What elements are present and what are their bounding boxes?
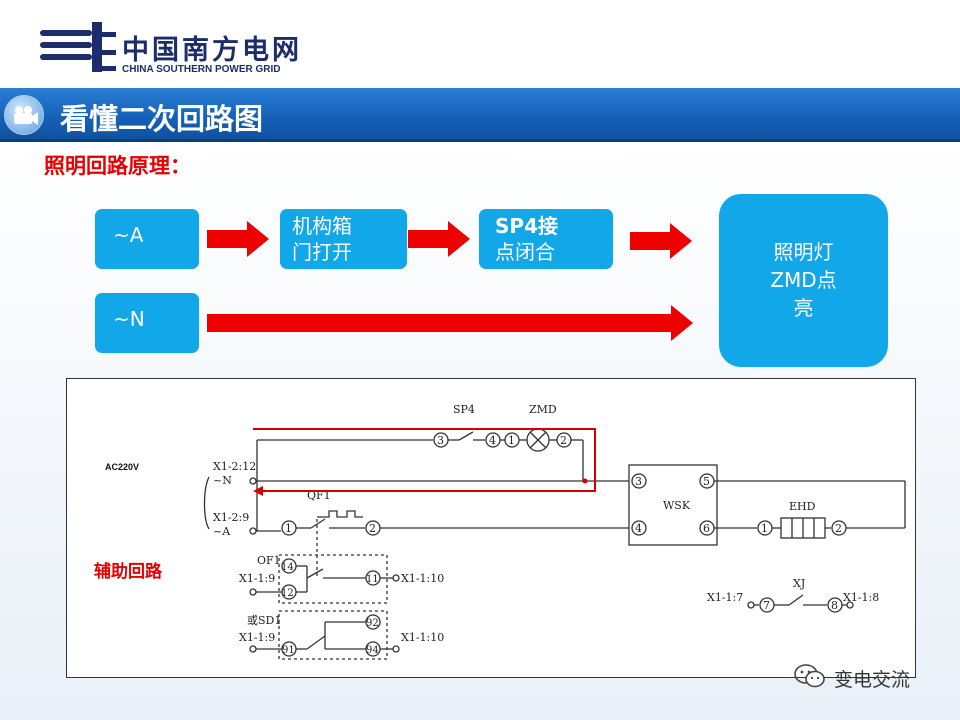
terminal-14: 14	[281, 562, 294, 573]
terminal-2a: 2	[560, 434, 567, 447]
label-xj: XJ	[793, 577, 805, 590]
aux-circuit-label: 辅助回路	[94, 562, 162, 582]
arrow-a-to-door	[207, 221, 269, 257]
sp4-closed-box: SP4接 点闭合	[479, 209, 613, 269]
video-camera-icon	[4, 95, 44, 135]
lamp-on-box: 照明灯 ZMD点 亮	[719, 194, 888, 367]
phase-a-box: ~A	[95, 209, 199, 269]
terminal-2b: 2	[369, 522, 376, 535]
title-bar: 看懂二次回路图	[0, 88, 960, 142]
loop-arrowhead	[253, 486, 263, 496]
phase-n-box: ~N	[95, 293, 199, 353]
label-n-phase: ~N	[213, 474, 232, 487]
wechat-icon	[794, 664, 825, 688]
terminal-4w: 4	[635, 522, 642, 535]
label-x1-1-9-b: X1-1:9	[239, 631, 275, 644]
power-grid-logo-icon	[40, 22, 116, 72]
label-of1: OF1	[257, 554, 281, 567]
lamp-on-line-2: ZMD点	[770, 268, 837, 292]
terminal-12: 12	[281, 588, 294, 599]
label-sp4: SP4	[453, 403, 475, 416]
terminal-3w: 3	[635, 475, 642, 488]
slide-title: 看懂二次回路图	[60, 102, 264, 136]
label-x1-1-10-b: X1-1:10	[401, 631, 444, 644]
terminal-1a: 1	[508, 434, 515, 447]
terminal-8: 8	[831, 599, 838, 612]
label-zmd: ZMD	[529, 403, 557, 416]
terminal-6w: 6	[703, 522, 710, 535]
terminal-1b: 1	[285, 522, 292, 535]
label-x1-2-9: X1-2:9	[213, 511, 249, 524]
lamp-on-line-1: 照明灯	[773, 240, 834, 264]
door-open-box: 机构箱 门打开	[280, 209, 407, 269]
terminal-92: 92	[366, 618, 379, 629]
section-label: 照明回路原理：	[44, 154, 191, 178]
company-logo: 中国南方电网 CHINA SOUTHERN POWER GRID	[40, 22, 340, 78]
terminal-2e: 2	[835, 522, 842, 535]
door-open-line-1: 机构箱	[292, 214, 352, 238]
door-open-line-2: 门打开	[292, 240, 352, 264]
sp4-closed-line-2: 点闭合	[495, 240, 555, 264]
terminal-7: 7	[763, 599, 770, 612]
terminal-3a: 3	[437, 434, 444, 447]
arrow-n-to-lamp	[207, 305, 693, 341]
label-a-phase: ~A	[213, 525, 231, 538]
logo-english-text: CHINA SOUTHERN POWER GRID	[122, 64, 281, 75]
sp4-closed-line-1: SP4接	[495, 214, 558, 238]
terminal-94: 94	[366, 645, 379, 656]
label-wsk: WSK	[663, 499, 691, 512]
logo-chinese-text: 中国南方电网	[122, 35, 302, 66]
lighting-loop-highlight	[253, 428, 596, 492]
arrow-door-to-sp4	[408, 221, 470, 257]
phase-n-label: ~N	[113, 307, 145, 331]
label-ehd: EHD	[789, 500, 816, 513]
label-or-sd1: 或SD1	[247, 614, 281, 627]
supply-label: AC220V	[105, 462, 139, 472]
label-x1-1-7: X1-1:7	[707, 591, 743, 604]
watermark-text: 变电交流	[834, 669, 911, 691]
lamp-on-line-3: 亮	[793, 296, 814, 320]
label-x1-1-9-a: X1-1:9	[239, 572, 275, 585]
circuit-diagram: AC220V X1-2:12 ~N X1-2:9 ~A 3 SP4 4 1 ZM…	[66, 378, 916, 678]
terminal-91: 91	[282, 645, 295, 656]
label-x1-1-8: X1-1:8	[843, 591, 879, 604]
terminal-1e: 1	[761, 522, 768, 535]
label-qf1: QF1	[307, 489, 331, 502]
label-x1-1-10-a: X1-1:10	[401, 572, 444, 585]
terminal-5w: 5	[703, 475, 710, 488]
arrow-sp4-to-lamp	[630, 223, 692, 259]
terminal-11: 11	[366, 574, 379, 585]
label-x1-2-12: X1-2:12	[213, 460, 256, 473]
phase-a-label: ~A	[113, 223, 144, 247]
terminal-4a: 4	[489, 434, 496, 447]
